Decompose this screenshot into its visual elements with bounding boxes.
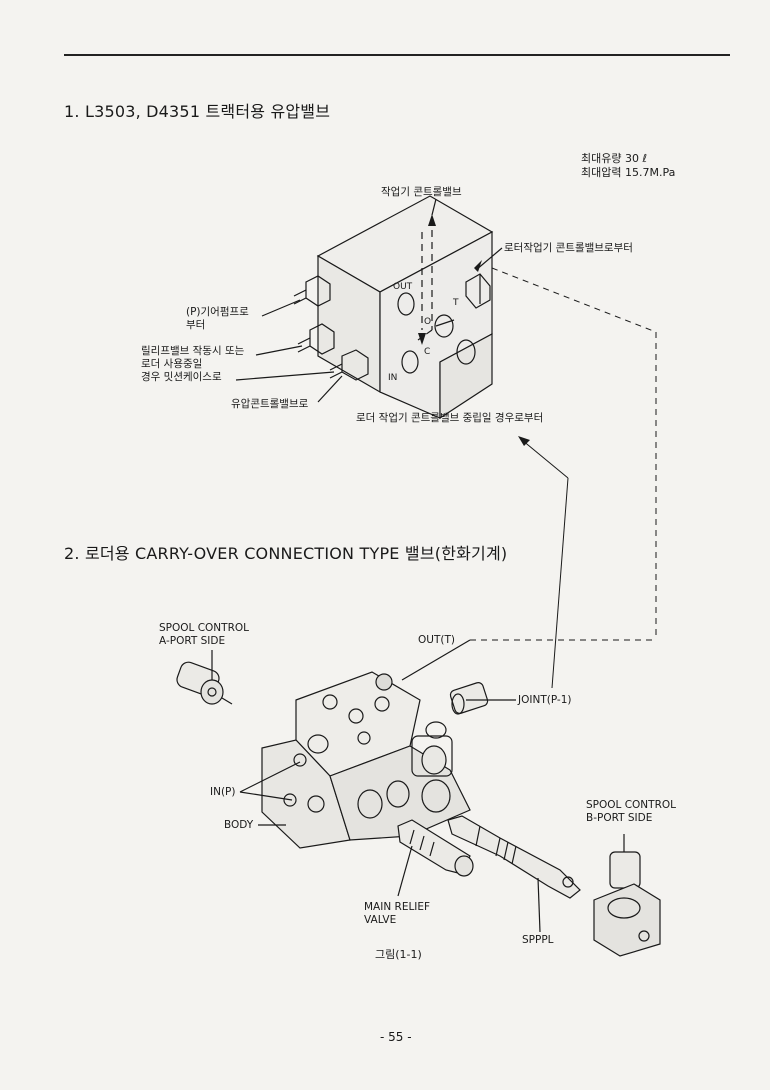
section1-title: 1. L3503, D4351 트랙터용 유압밸브 xyxy=(64,102,331,121)
leader-joint xyxy=(551,477,569,689)
leader-arrow-icon xyxy=(518,436,530,446)
label-out-t: OUT(T) xyxy=(418,634,455,646)
carry-over-valve-drawing xyxy=(176,639,661,957)
spec-pressure: 최대압력 15.7M.Pa xyxy=(581,166,676,179)
left-fitting-mid xyxy=(297,323,335,355)
left-fitting-top xyxy=(293,275,331,307)
mark-in: IN xyxy=(388,373,398,383)
label-body: BODY xyxy=(224,819,254,831)
left-fitting-low xyxy=(329,349,369,381)
mark-o: O xyxy=(424,317,432,327)
spec-box: 최대유량 30 ℓ 최대압력 15.7M.Pa xyxy=(581,152,675,180)
label-spool-a-1: SPOOL CONTROL xyxy=(159,622,249,634)
label-from-neutral: 로더 작업기 콘트롤밸브 중립일 경우로부터 xyxy=(356,412,544,424)
top-rule xyxy=(64,54,730,56)
label-from-loader: 로터작업기 콘트롤밸브로부터 xyxy=(504,242,633,254)
label-spool-b-1: SPOOL CONTROL xyxy=(586,799,676,811)
label-sppl: SPPPL xyxy=(522,934,554,946)
label-gear-pump-1: (P)기어펌프로 xyxy=(186,306,249,318)
spec-flow: 최대유량 30 ℓ xyxy=(581,152,648,165)
joint-fitting xyxy=(449,682,489,715)
section2-title: 2. 로더용 CARRY-OVER CONNECTION TYPE 밸브(한화기… xyxy=(64,544,508,563)
label-work-valve: 작업기 콘트롤밸브 xyxy=(381,186,462,198)
spool xyxy=(447,815,581,899)
label-main-relief-1: MAIN RELIEF xyxy=(364,901,431,913)
label-gear-pump-2: 부터 xyxy=(186,319,206,331)
spool-control-b xyxy=(593,834,661,957)
mark-t: T xyxy=(453,298,459,308)
label-relief-3: 경우 밋션케이스로 xyxy=(141,371,222,383)
main-relief-valve xyxy=(397,819,474,877)
spool-control-a xyxy=(176,661,233,705)
page-number: - 55 - xyxy=(380,1030,412,1044)
label-relief-2: 로더 사용중일 xyxy=(141,358,203,370)
leader-neutral xyxy=(521,439,569,479)
mark-c: C xyxy=(424,347,431,357)
label-in-p: IN(P) xyxy=(210,786,236,798)
dashed-return-line xyxy=(470,267,657,641)
hydraulic-block-drawing xyxy=(235,195,503,420)
mark-out: OUT xyxy=(393,282,413,292)
figure-caption: 그림(1-1) xyxy=(375,948,422,961)
label-main-relief-2: VALVE xyxy=(364,914,397,926)
label-spool-a-2: A-PORT SIDE xyxy=(159,635,226,647)
label-spool-b-2: B-PORT SIDE xyxy=(586,812,653,824)
label-relief-1: 릴리프밸브 작동시 또는 xyxy=(141,345,245,357)
valve-body xyxy=(261,671,471,849)
label-joint: JOINT(P-1) xyxy=(518,694,572,706)
flow-arrows xyxy=(418,214,482,345)
label-to-hydraulic: 유압콘트롤밸브로 xyxy=(231,398,309,410)
